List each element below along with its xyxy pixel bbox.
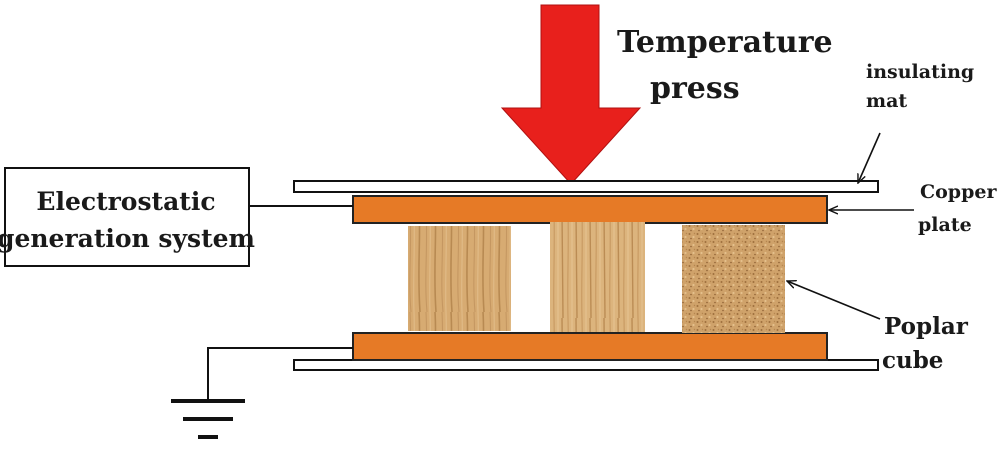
mat-pointer	[858, 132, 881, 183]
bottom-copper-plate	[352, 332, 828, 361]
cube-label-line2: cube	[882, 347, 943, 374]
ground-icon	[171, 399, 245, 439]
bottom-insulating-mat	[293, 359, 879, 371]
press-label-line2: press	[650, 71, 740, 106]
top-insulating-mat	[293, 180, 879, 193]
generator-label-line2: generation system	[0, 224, 255, 253]
mat-label-line1: insulating	[866, 61, 974, 83]
generator-label-line1: Electrostatic	[36, 187, 215, 216]
poplar-cube-3	[682, 225, 785, 333]
press-arrow	[500, 4, 642, 185]
copper-label-line1: Copper	[920, 181, 997, 203]
ground-wire	[207, 347, 353, 399]
press-label-line1: Temperature	[617, 25, 833, 60]
poplar-cube-1	[408, 226, 511, 331]
cube-pointer	[787, 281, 881, 320]
top-copper-plate	[352, 195, 828, 224]
generator-box	[4, 167, 250, 267]
poplar-cube-2	[550, 222, 645, 332]
copper-label-line2: plate	[918, 214, 972, 236]
cube-label-line1: Poplar	[884, 313, 969, 340]
mat-label-line2: mat	[866, 90, 907, 112]
